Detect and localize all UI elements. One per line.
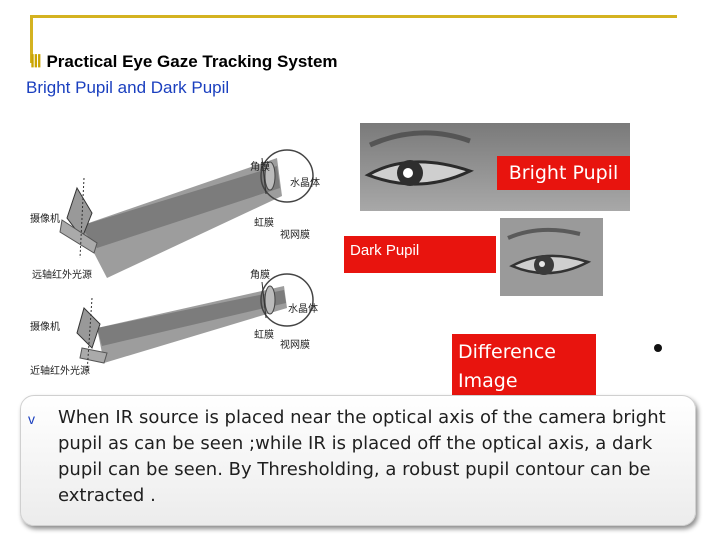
slide-title: Ⅲ Practical Eye Gaze Tracking System bbox=[30, 52, 338, 72]
title-frame-left bbox=[30, 15, 33, 63]
dark-pupil-label: Dark Pupil bbox=[344, 236, 496, 273]
dark-pupil-photo bbox=[500, 218, 603, 296]
lower-source-label: 近轴红外光源 bbox=[30, 366, 90, 377]
title-frame-top bbox=[30, 15, 677, 18]
lower-retina-label: 视网膜 bbox=[280, 340, 310, 351]
upper-lens-shape bbox=[264, 161, 276, 191]
difference-image-label: Difference Image bbox=[452, 334, 596, 398]
difference-image-dot bbox=[654, 344, 662, 352]
eye-illumination-diagram: 角膜 水晶体 虹膜 视网膜 摄像机 远轴红外光源 角膜 水晶体 虹膜 视网膜 摄… bbox=[22, 148, 362, 383]
upper-retina-label: 视网膜 bbox=[280, 230, 310, 241]
upper-panel bbox=[59, 149, 314, 278]
upper-inner-beam bbox=[80, 166, 280, 248]
upper-cornea-label: 角膜 bbox=[250, 162, 270, 173]
lower-eyeball bbox=[260, 273, 314, 327]
lower-ir-source bbox=[79, 347, 108, 364]
slide-subtitle: Bright Pupil and Dark Pupil bbox=[26, 78, 230, 97]
diagram-graphic bbox=[59, 149, 314, 374]
upper-source-label: 远轴红外光源 bbox=[32, 270, 92, 281]
lower-lens-label: 水晶体 bbox=[288, 304, 318, 315]
title-text: Practical Eye Gaze Tracking System bbox=[46, 52, 338, 71]
lower-axis bbox=[86, 297, 93, 374]
dark-pupil-eye bbox=[500, 218, 603, 296]
upper-ir-source bbox=[59, 219, 98, 254]
lower-panel bbox=[76, 273, 314, 374]
lower-lens-shape bbox=[264, 285, 276, 315]
bright-pupil-photo bbox=[360, 123, 630, 211]
lower-inner-beam bbox=[97, 290, 286, 346]
bullet-panel bbox=[20, 395, 696, 526]
upper-eyeball bbox=[260, 149, 314, 203]
lower-iris-label: 虹膜 bbox=[254, 330, 274, 341]
upper-axis bbox=[79, 177, 85, 259]
lower-camera-label: 摄像机 bbox=[30, 322, 60, 333]
bullet-text: When IR source is placed near the optica… bbox=[58, 407, 666, 506]
lower-iris-line bbox=[261, 281, 267, 319]
bright-pupil-label: Bright Pupil bbox=[497, 156, 630, 190]
upper-iris-label: 虹膜 bbox=[254, 218, 274, 229]
title-numeral: Ⅲ bbox=[30, 52, 42, 71]
upper-iris-line bbox=[261, 157, 267, 195]
bullet-marker-icon: v bbox=[28, 411, 35, 427]
lower-cornea-label: 角膜 bbox=[250, 270, 270, 281]
upper-camera-label: 摄像机 bbox=[30, 214, 60, 225]
lower-camera bbox=[76, 307, 101, 349]
upper-lens-label: 水晶体 bbox=[290, 178, 320, 189]
